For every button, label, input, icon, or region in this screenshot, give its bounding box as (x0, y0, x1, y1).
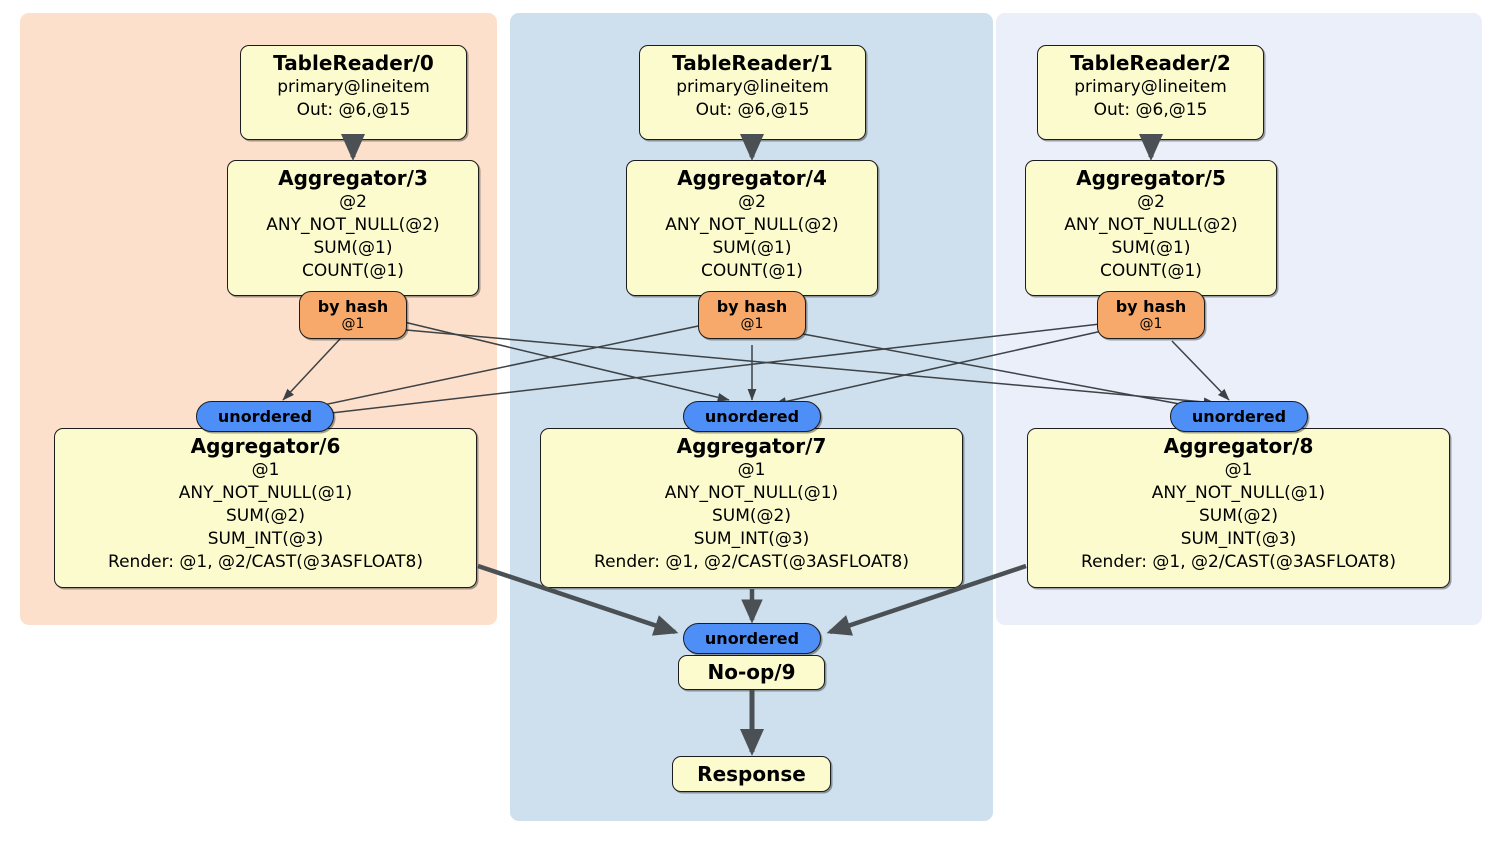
processor-title: Aggregator/7 (676, 434, 827, 458)
processor-aggregator-3[interactable]: Aggregator/3 @2 ANY_NOT_NULL(@2) SUM(@1)… (227, 160, 479, 296)
processor-aggregator-8[interactable]: Aggregator/8 @1 ANY_NOT_NULL(@1) SUM(@2)… (1027, 428, 1450, 588)
processor-detail: ANY_NOT_NULL(@1) (664, 483, 839, 503)
synchronizer-unordered-node-3[interactable]: unordered (196, 401, 334, 432)
processor-title: TableReader/0 (273, 51, 434, 75)
processor-detail: Render: @1, @2/CAST(@3ASFLOAT8) (594, 552, 909, 572)
router-by-hash-node-3[interactable]: by hash @1 (299, 291, 407, 339)
processor-tablereader-2[interactable]: TableReader/2 primary@lineitem Out: @6,@… (1037, 45, 1264, 140)
processor-title: No-op/9 (707, 660, 796, 684)
processor-detail: SUM(@1) (712, 238, 792, 258)
router-by-hash-node-2[interactable]: by hash @1 (1097, 291, 1205, 339)
synchronizer-unordered-node-1[interactable]: unordered (683, 401, 821, 432)
synchronizer-title: unordered (704, 629, 800, 648)
processor-detail: SUM(@2) (1199, 506, 1278, 526)
processor-aggregator-5[interactable]: Aggregator/5 @2 ANY_NOT_NULL(@2) SUM(@1)… (1025, 160, 1277, 296)
processor-detail: ANY_NOT_NULL(@2) (1064, 215, 1238, 235)
processor-aggregator-7[interactable]: Aggregator/7 @1 ANY_NOT_NULL(@1) SUM(@2)… (540, 428, 963, 588)
processor-title: Aggregator/8 (1163, 434, 1314, 458)
processor-title: TableReader/1 (672, 51, 833, 75)
router-column: @1 (341, 316, 365, 332)
synchronizer-title: unordered (217, 407, 313, 426)
processor-response[interactable]: Response (672, 756, 831, 792)
processor-detail: Out: @6,@15 (695, 100, 810, 120)
processor-detail: primary@lineitem (676, 77, 829, 97)
processor-detail: primary@lineitem (277, 77, 430, 97)
router-by-hash-node-1[interactable]: by hash @1 (698, 291, 806, 339)
processor-detail: @2 (738, 192, 766, 212)
processor-title: Aggregator/6 (190, 434, 341, 458)
processor-detail: Render: @1, @2/CAST(@3ASFLOAT8) (1081, 552, 1396, 572)
synchronizer-title: unordered (1191, 407, 1287, 426)
processor-title: Response (697, 761, 806, 786)
processor-title: Aggregator/5 (1076, 166, 1226, 190)
router-title: by hash (716, 297, 788, 316)
synchronizer-title: unordered (704, 407, 800, 426)
processor-detail: COUNT(@1) (701, 261, 803, 281)
router-title: by hash (317, 297, 389, 316)
router-column: @1 (740, 316, 764, 332)
processor-detail: COUNT(@1) (302, 261, 404, 281)
processor-detail: SUM(@1) (1111, 238, 1191, 258)
processor-detail: @1 (251, 460, 280, 480)
processor-detail: @1 (737, 460, 766, 480)
processor-detail: COUNT(@1) (1100, 261, 1202, 281)
processor-detail: @1 (1224, 460, 1253, 480)
processor-detail: @2 (1137, 192, 1165, 212)
processor-detail: SUM_INT(@3) (207, 529, 324, 549)
processor-no-op-9[interactable]: No-op/9 (678, 655, 825, 690)
processor-detail: Out: @6,@15 (296, 100, 411, 120)
processor-detail: ANY_NOT_NULL(@1) (178, 483, 353, 503)
processor-detail: SUM(@1) (313, 238, 393, 258)
router-title: by hash (1115, 297, 1187, 316)
processor-detail: Out: @6,@15 (1093, 100, 1208, 120)
synchronizer-unordered-node-2[interactable]: unordered (1170, 401, 1308, 432)
processor-tablereader-1[interactable]: TableReader/1 primary@lineitem Out: @6,@… (639, 45, 866, 140)
processor-tablereader-0[interactable]: TableReader/0 primary@lineitem Out: @6,@… (240, 45, 467, 140)
processor-title: Aggregator/4 (677, 166, 827, 190)
processor-detail: ANY_NOT_NULL(@2) (665, 215, 839, 235)
processor-title: TableReader/2 (1070, 51, 1231, 75)
processor-detail: SUM_INT(@3) (693, 529, 810, 549)
processor-detail: SUM_INT(@3) (1180, 529, 1297, 549)
processor-aggregator-4[interactable]: Aggregator/4 @2 ANY_NOT_NULL(@2) SUM(@1)… (626, 160, 878, 296)
processor-detail: Render: @1, @2/CAST(@3ASFLOAT8) (108, 552, 423, 572)
processor-title: Aggregator/3 (278, 166, 428, 190)
processor-detail: @2 (339, 192, 367, 212)
processor-detail: primary@lineitem (1074, 77, 1227, 97)
processor-detail: ANY_NOT_NULL(@2) (266, 215, 440, 235)
processor-detail: SUM(@2) (712, 506, 791, 526)
processor-detail: SUM(@2) (226, 506, 305, 526)
processor-aggregator-6[interactable]: Aggregator/6 @1 ANY_NOT_NULL(@1) SUM(@2)… (54, 428, 477, 588)
synchronizer-unordered-final[interactable]: unordered (683, 623, 821, 654)
router-column: @1 (1139, 316, 1163, 332)
processor-detail: ANY_NOT_NULL(@1) (1151, 483, 1326, 503)
